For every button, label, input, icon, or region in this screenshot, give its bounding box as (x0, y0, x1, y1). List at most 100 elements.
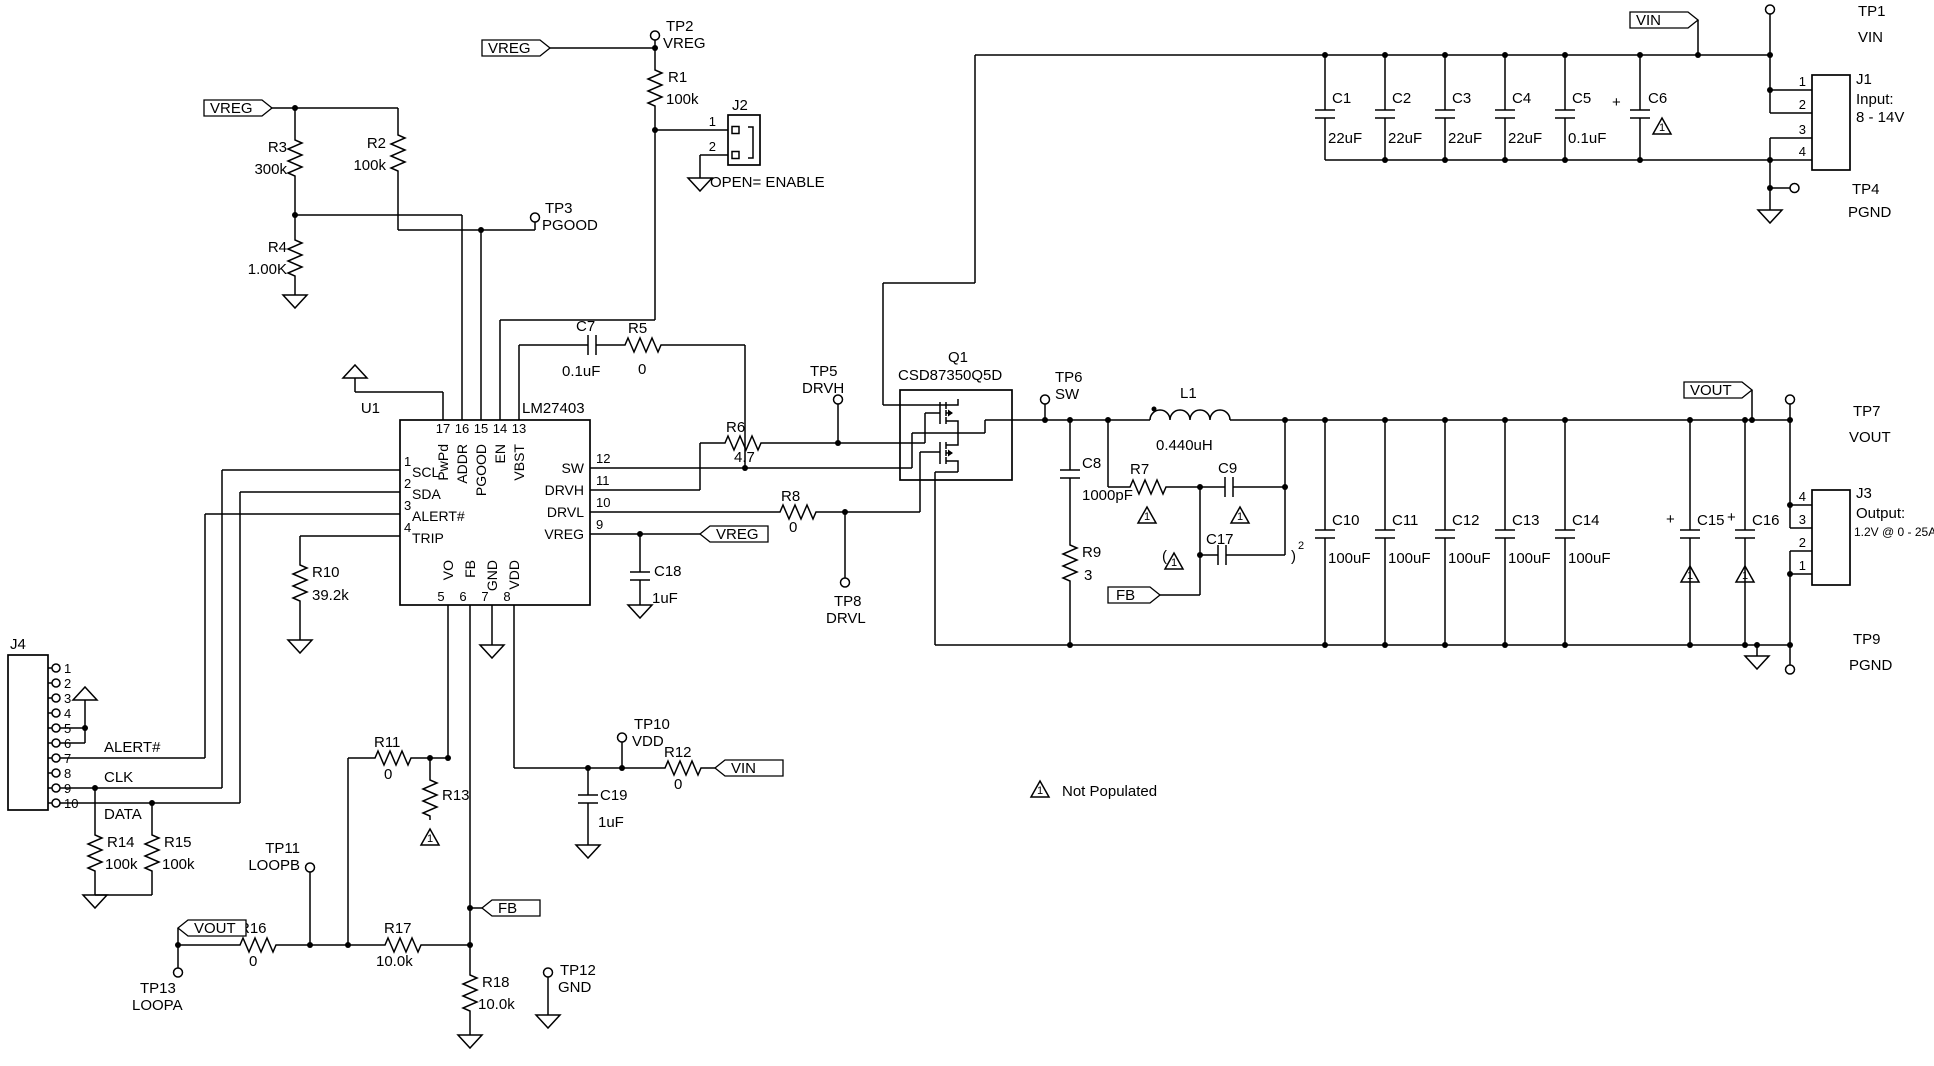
u1-pin3: 3 (404, 498, 411, 513)
u1-pin2: 2 (404, 476, 411, 491)
ground-icon (282, 294, 308, 309)
fb-flag: FB (1107, 586, 1162, 604)
r8-value: 0 (789, 519, 797, 536)
r8-ref: R8 (781, 488, 800, 505)
tp11-net: LOOPB (248, 857, 300, 874)
u1-pin8: 8 (503, 589, 510, 604)
u1-pin15: 15 (474, 421, 488, 436)
u1-pin14: 14 (493, 421, 507, 436)
c9-ref: C9 (1218, 460, 1237, 477)
vin-flag-label: VIN (731, 760, 756, 777)
r6-ref: R6 (726, 419, 745, 436)
c16-plus: + (1727, 509, 1736, 526)
r18-value: 10.0k (478, 996, 515, 1013)
c10-ref: C10 (1332, 512, 1360, 529)
clk-net-label: CLK (104, 769, 133, 786)
vout-flag-label: VOUT (1690, 382, 1732, 399)
u1-drvh: DRVH (545, 482, 584, 498)
u1-sw: SW (561, 460, 584, 476)
ground-icon (287, 639, 313, 654)
c14-ref: C14 (1572, 512, 1600, 529)
c5-ref: C5 (1572, 90, 1591, 107)
c10-value: 100uF (1328, 550, 1371, 567)
c3-value: 22uF (1448, 130, 1482, 147)
vin-flag: VIN (713, 759, 784, 777)
r2-ref: R2 (367, 135, 386, 152)
svg-text:1: 1 (1687, 570, 1693, 582)
c17-paren-close: ) (1291, 548, 1296, 565)
resistor-r4: R4 1.00K (248, 235, 302, 280)
ground-icon (457, 1034, 483, 1049)
tp11-ref: TP11 (265, 840, 300, 857)
ground-icon (1744, 655, 1770, 670)
u1-sda: SDA (412, 486, 441, 502)
l1-ref: L1 (1180, 385, 1197, 402)
j4-pin9: 9 (64, 781, 71, 796)
resistor-r7: R7 (1124, 461, 1171, 495)
j1-pin4: 4 (1799, 144, 1806, 159)
j3-desc2: 1.2V @ 0 - 25A (1854, 525, 1934, 539)
u1-scl: SCL (412, 464, 439, 480)
j1-pin2: 2 (1799, 97, 1806, 112)
tp5-net: DRVH (802, 380, 844, 397)
j3-pin1: 1 (1799, 558, 1806, 573)
u1-fb: FB (462, 560, 478, 578)
svg-text:1: 1 (1742, 570, 1748, 582)
r6-value: 4.7 (734, 449, 755, 466)
u1-ref: U1 (361, 400, 380, 417)
vreg-flag-label: VREG (488, 40, 531, 57)
u1-pin17: 17 (436, 421, 450, 436)
c11-value: 100uF (1388, 550, 1431, 567)
ground-icon (535, 1014, 561, 1029)
tp4-net: PGND (1848, 204, 1892, 221)
r13-ref: R13 (442, 787, 470, 804)
vreg-flag: VREG (481, 39, 552, 57)
u1-pgood: PGOOD (473, 444, 489, 496)
tp8-ref: TP8 (834, 593, 862, 610)
r10-ref: R10 (312, 564, 340, 581)
mosfet-icon (939, 398, 959, 428)
c12-ref: C12 (1452, 512, 1480, 529)
j4-pin4: 4 (64, 706, 71, 721)
r10-value: 39.2k (312, 587, 349, 604)
junction-dots (82, 45, 1793, 948)
ground-symbols (72, 177, 1783, 1049)
connector-j4: J4 1 2 3 4 5 6 7 8 9 10 ALERT# CLK DATA (7, 636, 161, 823)
r11-value: 0 (384, 766, 392, 783)
j2-pin2: 2 (709, 139, 716, 154)
tp2-net: VREG (663, 35, 706, 52)
r15-value: 100k (162, 856, 195, 873)
tp3-ref: TP3 (545, 200, 573, 217)
np-triangle-icon: 1 (420, 828, 440, 846)
r14-value: 100k (105, 856, 138, 873)
tp13-ref: TP13 (140, 980, 176, 997)
j1-desc2: 8 - 14V (1856, 109, 1904, 126)
u1-vdd: VDD (506, 560, 522, 590)
r3-value: 300k (254, 161, 287, 178)
c7-ref: C7 (576, 318, 595, 335)
j4-pin8: 8 (64, 766, 71, 781)
connector-j3: J3 Output: 1.2V @ 0 - 25A 4 3 2 1 (1799, 485, 1934, 586)
tp7-net: VOUT (1849, 429, 1891, 446)
ic-u1: U1 LM27403 17 16 15 14 13 PwPd ADDR PGOO… (361, 400, 610, 606)
r4-value: 1.00K (248, 261, 287, 278)
svg-text:1: 1 (1659, 122, 1665, 134)
vout-flag: VOUT (176, 919, 247, 937)
c17-superscript: 2 (1298, 540, 1304, 552)
j4-pin7: 7 (64, 751, 71, 766)
r4-ref: R4 (268, 239, 287, 256)
ground-icon (342, 364, 368, 379)
c16-ref: C16 (1752, 512, 1780, 529)
capacitor-c16: C16 + (1727, 509, 1780, 538)
tp13-net: LOOPA (132, 997, 183, 1014)
alert-net-label: ALERT# (104, 739, 161, 756)
tp4-ref: TP4 (1852, 181, 1880, 198)
j2-ref: J2 (732, 97, 748, 114)
